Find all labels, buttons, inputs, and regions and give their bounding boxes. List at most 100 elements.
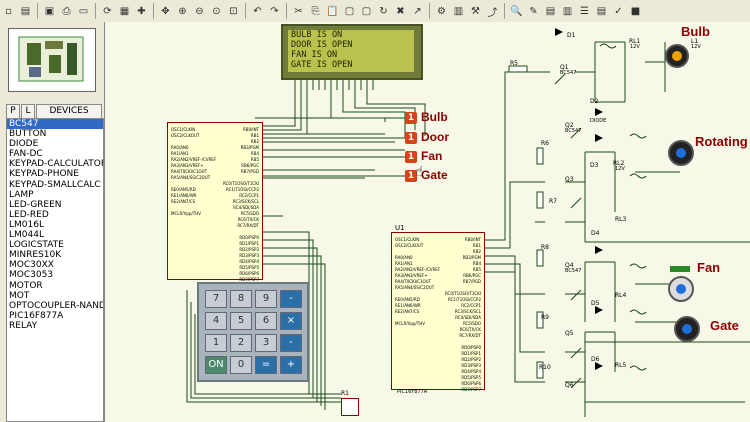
keypad-key[interactable]: 4 — [205, 312, 227, 330]
device-list-item[interactable]: LED-RED — [9, 209, 49, 220]
keypad-key[interactable]: 1 — [205, 334, 227, 352]
property-assign-icon[interactable]: ✎ — [529, 5, 538, 17]
resistor-network-r1[interactable] — [341, 398, 359, 416]
keypad-key[interactable]: 2 — [230, 334, 252, 352]
open-icon[interactable]: ▤ — [20, 5, 31, 17]
device-list-item[interactable]: MOTOR — [9, 280, 43, 291]
zoom-all-icon[interactable]: ⊙ — [212, 5, 221, 17]
device-list-item[interactable]: MOC30XX — [9, 260, 54, 271]
keypad-key[interactable]: - — [280, 290, 302, 308]
device-list-item[interactable]: BUTTON — [9, 129, 47, 140]
decompose-icon[interactable]: ⚒ — [471, 5, 480, 17]
device-list-item[interactable]: MOT — [9, 290, 30, 301]
keypad-key[interactable]: 7 — [205, 290, 227, 308]
chip-pin-label: RD0/PSP0 — [461, 345, 481, 350]
undo-icon[interactable]: ↶ — [253, 5, 262, 17]
logicstate-door[interactable]: 1 — [405, 132, 417, 144]
device-list-item[interactable]: RELAY — [9, 320, 38, 331]
save-icon[interactable]: ▣ — [44, 5, 55, 17]
keypad-key[interactable]: + — [280, 356, 302, 374]
lamp-bulb-icon[interactable] — [665, 44, 689, 68]
ares-icon[interactable]: ■ — [630, 5, 641, 17]
netlist-icon[interactable]: ☰ — [580, 5, 589, 17]
remove-sheet-icon[interactable]: ▥ — [562, 5, 573, 17]
toolbar-separator — [504, 3, 505, 19]
wire-autoroute-icon[interactable]: ⤴ — [487, 7, 498, 19]
keypad-key[interactable]: ON — [205, 356, 227, 374]
redo-icon[interactable]: ↷ — [270, 5, 279, 17]
search-icon[interactable]: 🔍 — [510, 5, 523, 17]
chip-pin-label: RC7/RX/DT — [237, 223, 259, 228]
keypad-key[interactable]: - — [280, 334, 302, 352]
overview-preview[interactable] — [8, 28, 96, 92]
library-tab[interactable]: L — [21, 104, 35, 119]
logicstate-gate[interactable]: 1 — [405, 170, 417, 182]
device-list-item[interactable]: LM044L — [9, 230, 44, 241]
zoom-out-icon[interactable]: ⊖ — [195, 5, 204, 17]
device-list-item[interactable]: BC547 — [7, 119, 103, 130]
bulb-output-label: Bulb — [681, 24, 710, 39]
d6-label: D6 — [591, 356, 600, 363]
chip-pin-label: RD3/PSP3 — [239, 253, 259, 258]
origin-icon[interactable]: ✚ — [137, 5, 146, 17]
device-list-item[interactable]: DIODE — [9, 139, 39, 150]
logicstate-bulb[interactable]: 1 — [405, 112, 417, 124]
logicstate-fan[interactable]: 1 — [405, 151, 417, 163]
keypad-key[interactable]: 8 — [230, 290, 252, 308]
schematic-canvas[interactable]: BULB IS ON DOOR IS OPEN FAN IS ON GATE I… — [105, 22, 750, 422]
chip-pin-label: RB6/PGC — [463, 273, 481, 278]
block-delete-icon[interactable]: ✖ — [396, 5, 405, 17]
device-list-item[interactable]: OPTOCOUPLER-NAND — [9, 300, 104, 311]
block-move-icon[interactable]: ▢ — [361, 5, 372, 17]
pan-icon[interactable]: ✥ — [161, 5, 170, 17]
block-rotate-icon[interactable]: ↻ — [379, 5, 388, 17]
device-list-item[interactable]: LOGICSTATE — [9, 240, 64, 251]
gate-motor-icon[interactable] — [674, 316, 700, 342]
copy-icon[interactable]: ⎘ — [311, 5, 320, 17]
erc-icon[interactable]: ✓ — [614, 5, 623, 17]
device-list-item[interactable]: KEYPAD-PHONE — [9, 169, 79, 180]
keypad-key[interactable]: 6 — [255, 312, 277, 330]
device-list-item[interactable]: MINRES10K — [9, 250, 62, 261]
device-list-item[interactable]: KEYPAD-SMALLCALC — [9, 179, 101, 190]
l1-voltage: 12V — [691, 44, 701, 50]
fan-motor-icon[interactable] — [668, 276, 694, 302]
keypad-key[interactable]: 9 — [255, 290, 277, 308]
device-list-item[interactable]: PIC16F877A — [9, 310, 64, 321]
bom-icon[interactable]: ▤ — [596, 5, 607, 17]
block-copy-icon[interactable]: ▢ — [344, 5, 355, 17]
pick-devices-tab[interactable]: P — [6, 104, 20, 119]
keypad-key[interactable]: 3 — [255, 334, 277, 352]
device-list-item[interactable]: LAMP — [9, 189, 34, 200]
device-list-item[interactable]: MOC3053 — [9, 270, 54, 281]
device-list-item[interactable]: LED-GREEN — [9, 199, 62, 210]
refresh-icon[interactable]: ⟳ — [103, 5, 112, 17]
print-icon[interactable]: ⎙ — [62, 5, 71, 17]
new-sheet-icon[interactable]: ▤ — [545, 5, 556, 17]
packaging-icon[interactable]: ▥ — [453, 5, 464, 17]
device-list-item[interactable]: FAN-DC — [9, 149, 43, 160]
cut-icon[interactable]: ✂ — [294, 5, 303, 17]
new-icon[interactable]: ▫ — [5, 5, 12, 17]
chip-pin-label: RA2/AN2/VREF-/CVREF — [395, 267, 441, 272]
grid-icon[interactable]: ▦ — [119, 5, 130, 17]
rotating-motor-icon[interactable] — [668, 140, 694, 166]
chip-pin-label: RE0/AN5/RD — [395, 297, 420, 302]
zoom-area-icon[interactable]: ⊡ — [229, 5, 238, 17]
keypad-key[interactable]: × — [280, 312, 302, 330]
device-list-item[interactable]: KEYPAD-CALCULATOR — [9, 159, 104, 170]
pick-icon[interactable]: ↗ — [413, 5, 422, 17]
keypad-key[interactable]: = — [255, 356, 277, 374]
zoom-in-icon[interactable]: ⊕ — [178, 5, 187, 17]
schematic-wires — [186, 28, 750, 417]
keypad-key[interactable]: 0 — [230, 356, 252, 374]
device-list-item[interactable]: LM016L — [9, 219, 44, 230]
make-device-icon[interactable]: ⚙ — [437, 5, 446, 17]
keypad-key[interactable]: 5 — [230, 312, 252, 330]
paste-icon[interactable]: 📋 — [326, 5, 339, 17]
area-icon[interactable]: ▭ — [78, 5, 89, 17]
